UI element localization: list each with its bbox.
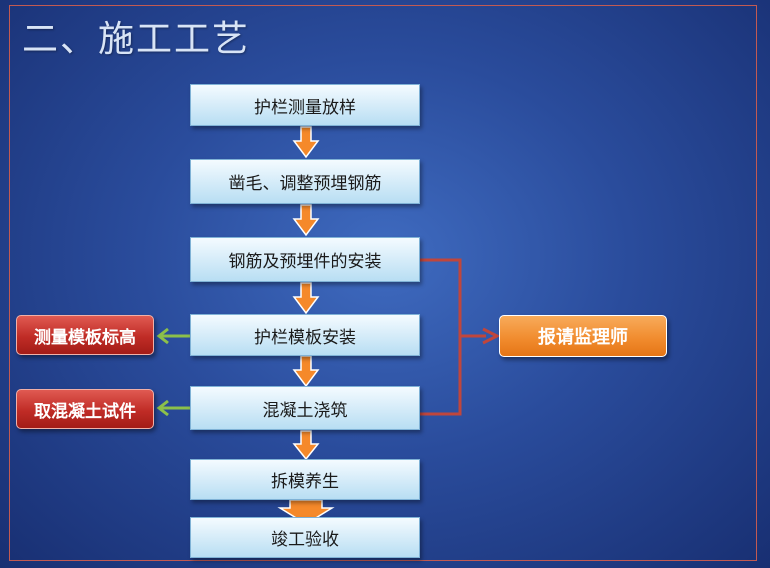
step-survey-layout: 护栏测量放样 xyxy=(190,84,420,126)
supervisor-arrowhead xyxy=(482,327,501,345)
note-take-concrete-specimen: 取混凝土试件 xyxy=(16,389,154,429)
step-completion-acceptance: 竣工验收 xyxy=(190,517,420,558)
down-arrow-1 xyxy=(292,126,320,159)
side-arrow-1-head xyxy=(156,327,169,345)
slide-frame xyxy=(9,5,757,561)
step-chiseling-rebar-adjust: 凿毛、调整预埋钢筋 xyxy=(190,159,420,204)
down-arrow-3 xyxy=(292,282,320,315)
step-formwork-install: 护栏模板安装 xyxy=(190,314,420,356)
side-arrow-2-head xyxy=(156,399,169,417)
slide-title: 二、施工工艺 xyxy=(22,19,251,60)
down-arrow-4 xyxy=(292,355,320,388)
down-arrow-2 xyxy=(292,204,320,237)
down-arrow-6 xyxy=(277,499,335,525)
connector-step5 xyxy=(420,336,462,416)
note-measure-formwork-elevation: 测量模板标高 xyxy=(16,315,154,355)
step-demold-curing: 拆模养生 xyxy=(190,459,420,500)
supervisor-report-box: 报请监理师 xyxy=(499,315,667,357)
connector-step3 xyxy=(420,258,486,338)
step-rebar-embedded-install: 钢筋及预埋件的安装 xyxy=(190,237,420,282)
down-arrow-5 xyxy=(292,430,320,461)
step-concrete-pouring: 混凝土浇筑 xyxy=(190,386,420,430)
